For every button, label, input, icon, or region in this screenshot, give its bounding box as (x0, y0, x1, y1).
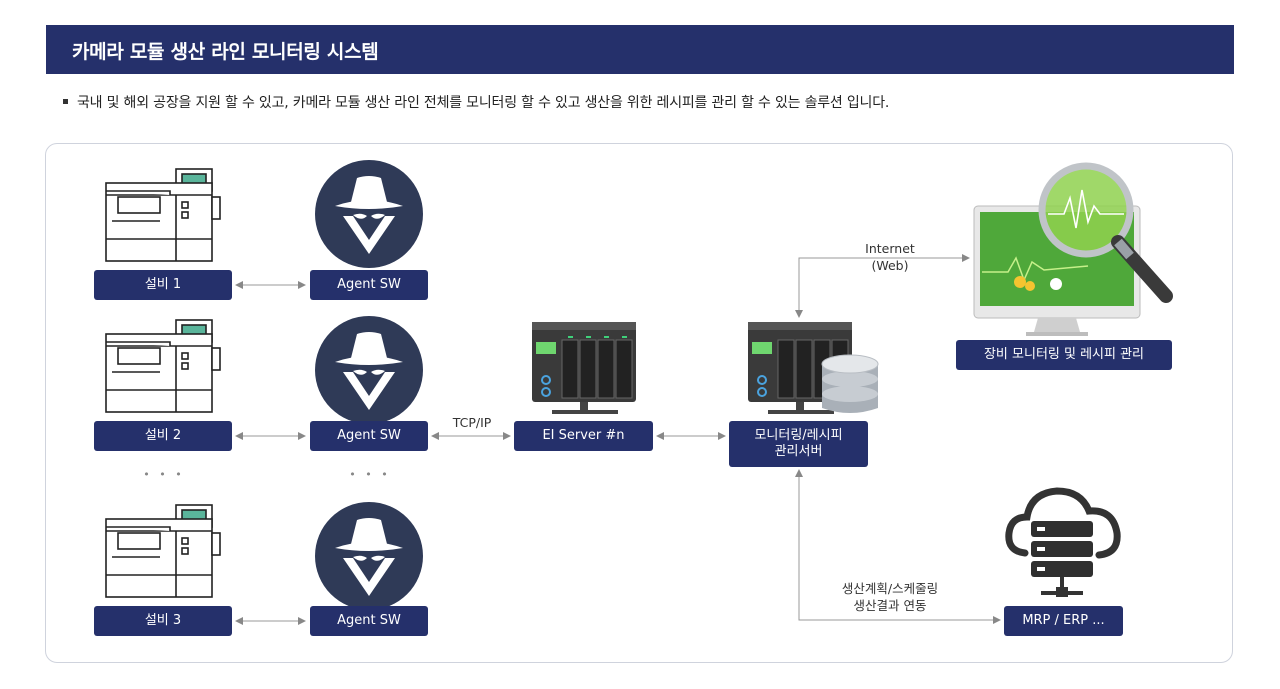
equipment-icon (105, 319, 221, 413)
agent-3-label: Agent SW (310, 606, 428, 636)
arrow-erp (795, 469, 1001, 624)
agent-ellipsis: • • • (349, 468, 391, 481)
tcp-ip-label: TCP/IP (452, 415, 492, 430)
internet-label-line1: Internet (865, 241, 915, 256)
agent-spy-icon (315, 502, 423, 610)
equipment-icon (105, 168, 221, 262)
agent-2-label: Agent SW (310, 421, 428, 451)
erp-link-line2: 생산결과 연동 (853, 598, 927, 613)
description: 국내 및 해외 공장을 지원 할 수 있고, 카메라 모듈 생산 라인 전체를 … (63, 92, 889, 112)
cloud-server-icon (1005, 487, 1121, 597)
monitoring-server-line1: 모니터링/레시피 (754, 428, 843, 443)
internet-label-line2: (Web) (871, 258, 909, 273)
agent-spy-icon (315, 160, 423, 268)
monitoring-recipe-label: 장비 모니터링 및 레시피 관리 (956, 340, 1172, 370)
description-text: 국내 및 해외 공장을 지원 할 수 있고, 카메라 모듈 생산 라인 전체를 … (77, 95, 890, 111)
equipment-1-label: 설비 1 (94, 270, 232, 300)
monitoring-server-line2: 관리서버 (774, 444, 823, 459)
server-icon (532, 322, 636, 414)
ei-server-label: EI Server #n (514, 421, 653, 451)
server-database-icon (748, 322, 879, 414)
equipment-icon (105, 504, 221, 598)
equipment-2-label: 설비 2 (94, 421, 232, 451)
equipment-ellipsis: • • • (143, 468, 185, 481)
bullet-icon (63, 98, 68, 104)
mrp-erp-label: MRP / ERP ... (1004, 606, 1123, 636)
internet-label: Internet (Web) (850, 240, 930, 274)
agent-spy-icon (315, 316, 423, 424)
title-bar: 카메라 모듈 생산 라인 모니터링 시스템 (46, 25, 1234, 74)
monitoring-server-label: 모니터링/레시피 관리서버 (729, 421, 868, 467)
monitor-magnifier-icon (973, 162, 1173, 336)
equipment-3-label: 설비 3 (94, 606, 232, 636)
arrow-internet (795, 254, 970, 318)
database-icon (821, 354, 879, 413)
erp-link-line1: 생산계획/스케줄링 (841, 581, 939, 596)
page-title: 카메라 모듈 생산 라인 모니터링 시스템 (72, 41, 379, 63)
erp-link-label: 생산계획/스케줄링 생산결과 연동 (820, 580, 960, 614)
agent-1-label: Agent SW (310, 270, 428, 300)
